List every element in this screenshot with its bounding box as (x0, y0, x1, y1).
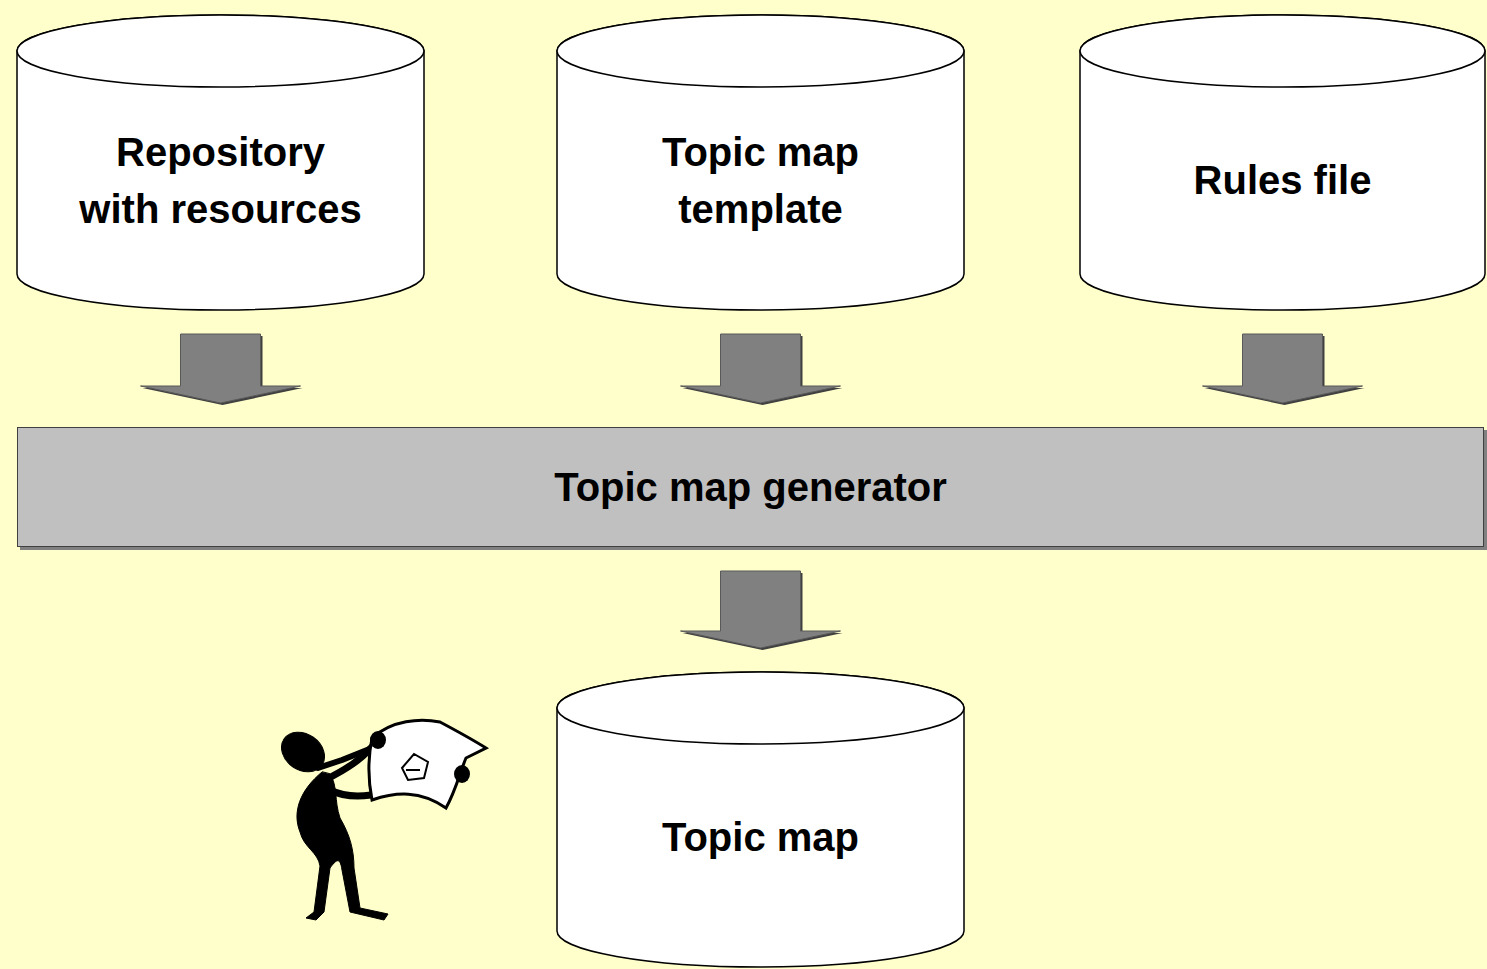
block-arrow (141, 334, 303, 405)
block-arrow (681, 334, 843, 405)
storage-cylinder: Topic map template (557, 15, 964, 310)
process-band: Topic map generator (17, 427, 1484, 547)
node-label: Topic map (662, 809, 859, 866)
block-arrow (681, 571, 843, 650)
node-label: Topic map template (616, 124, 906, 238)
node-label: Rules file (1194, 152, 1372, 209)
storage-cylinder: Topic map (557, 672, 964, 967)
node-label: Topic map generator (554, 459, 947, 516)
storage-cylinder: Repository with resources (17, 15, 424, 310)
node-label: Repository with resources (76, 124, 366, 238)
block-arrow (1203, 334, 1365, 405)
storage-cylinder: Rules file (1080, 15, 1485, 310)
